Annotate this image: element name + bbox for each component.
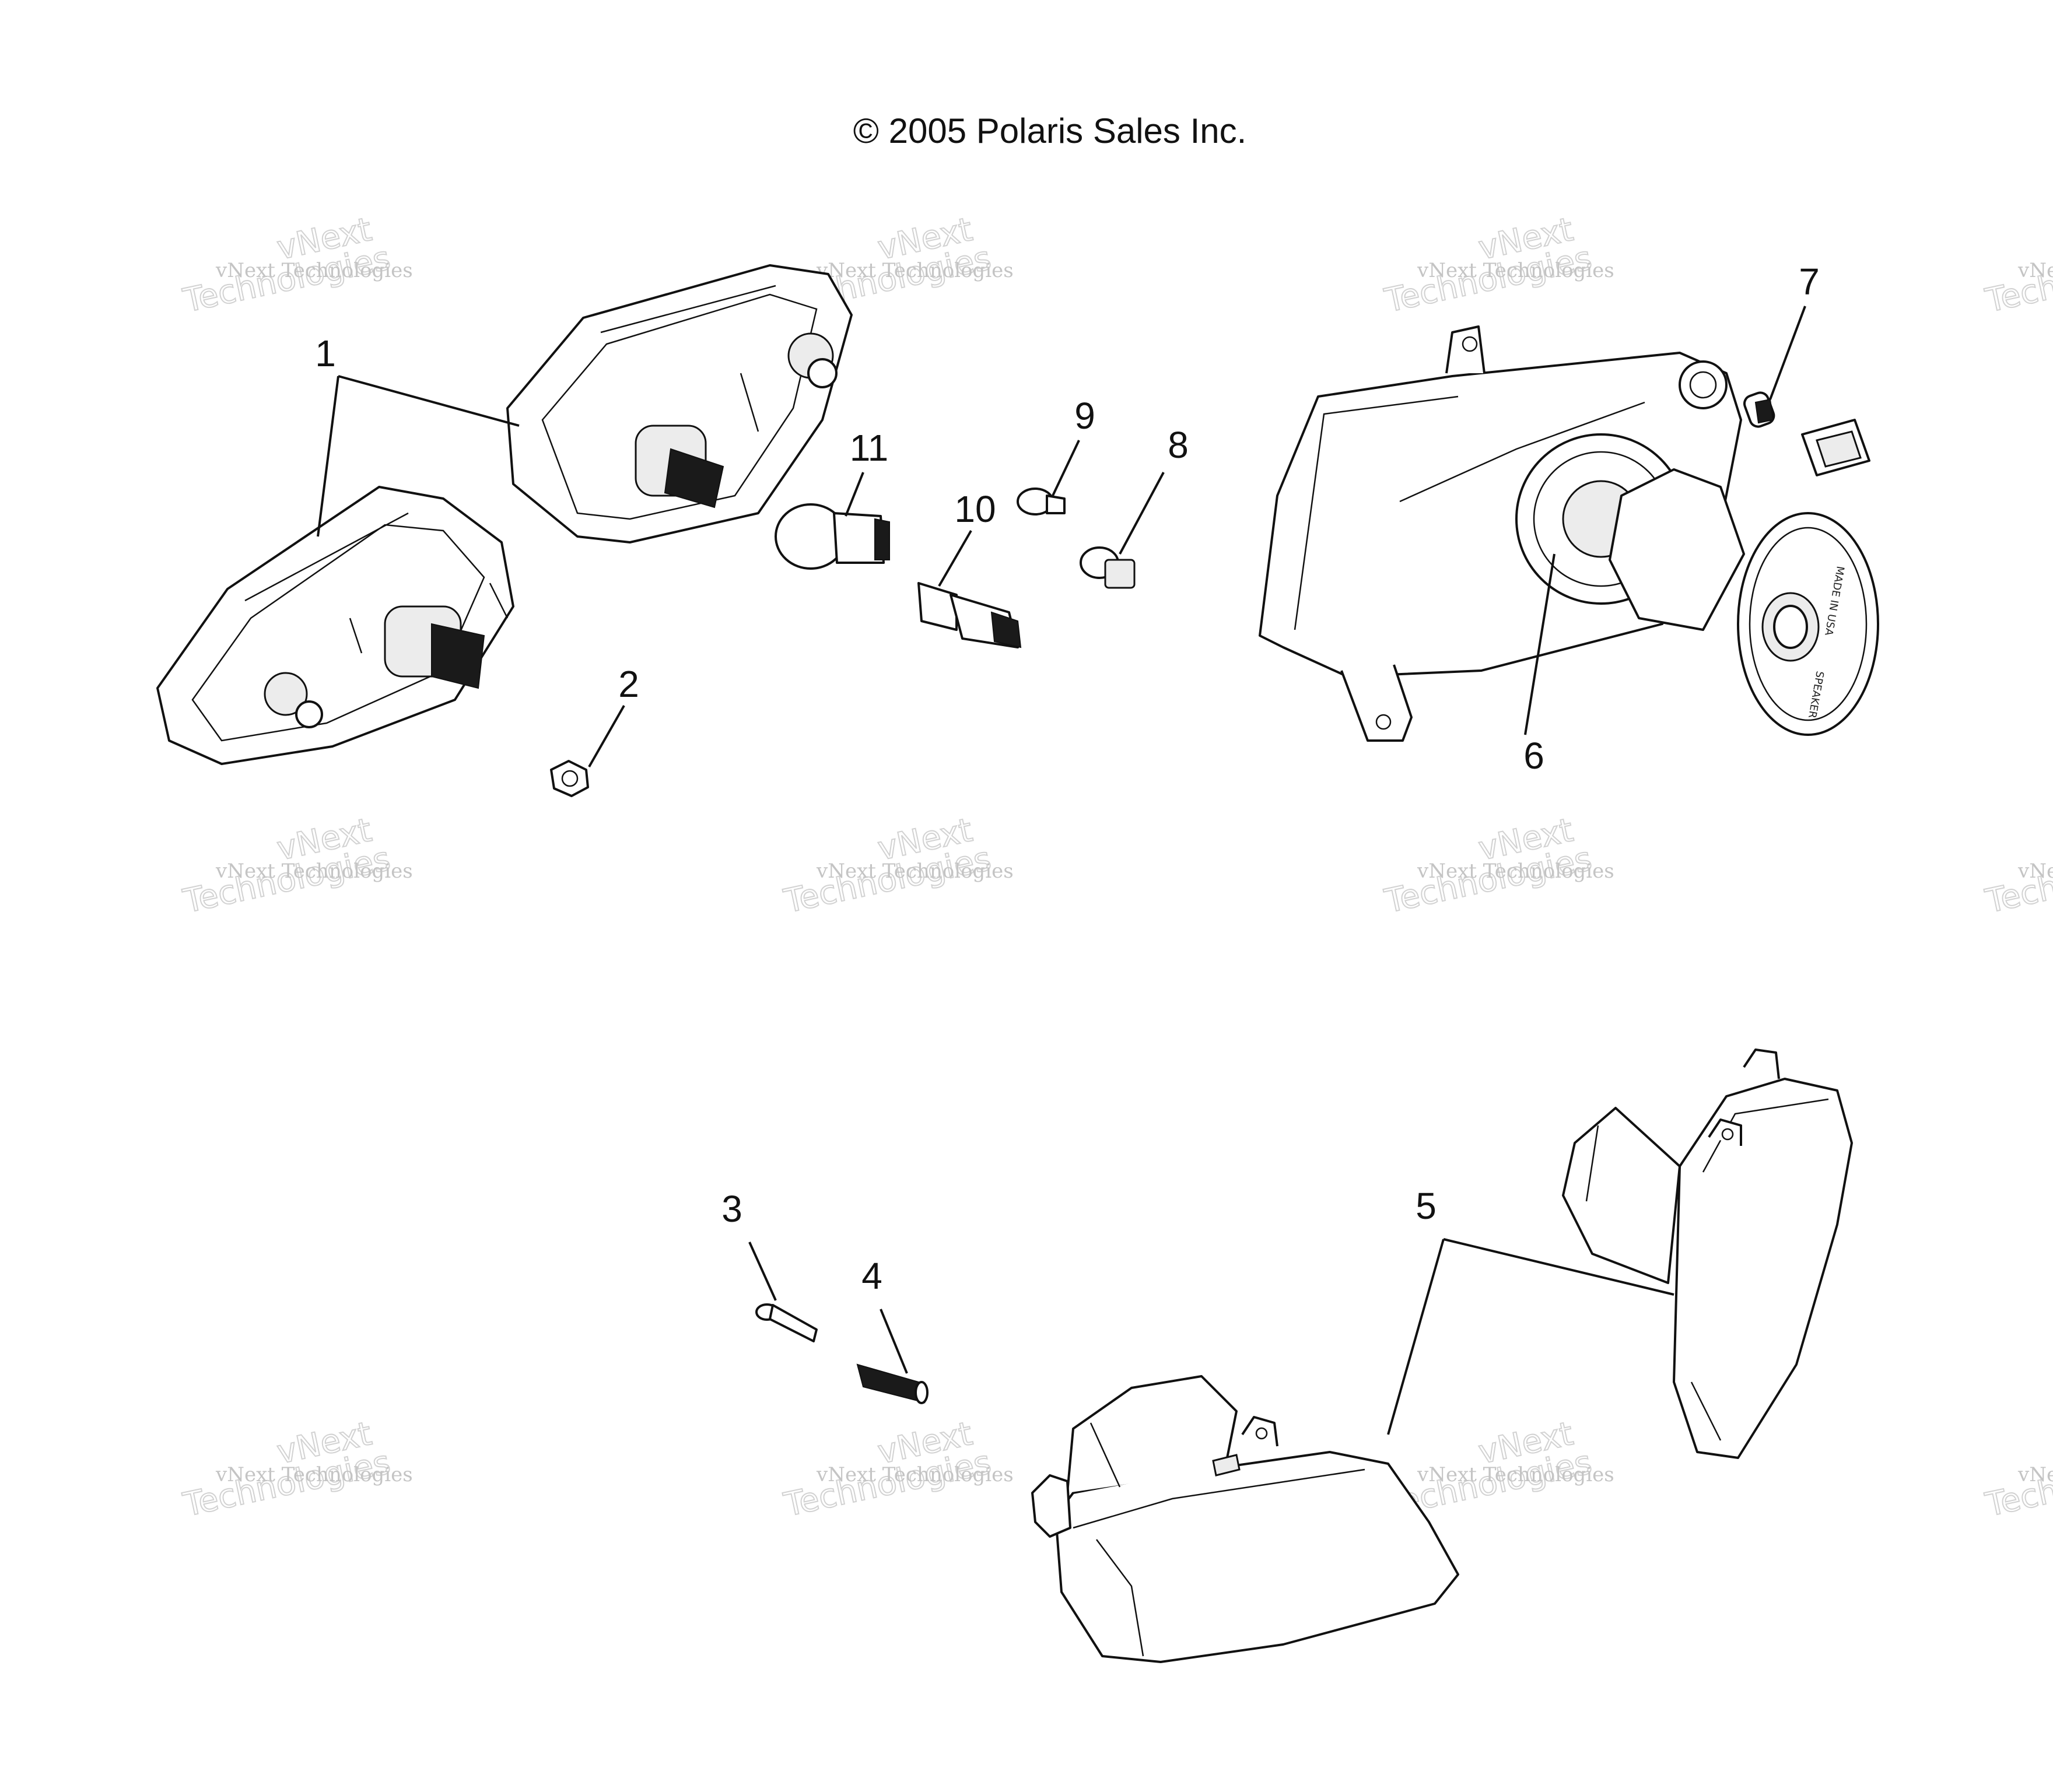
watermark-text: vNext Technologies [215,259,413,282]
leader-8 [1119,472,1165,555]
callout-3: 3 [721,1188,742,1230]
callout-11: 11 [850,427,888,469]
tail-light-left[interactable] [156,486,514,765]
leader-11 [845,472,864,517]
callout-6: 6 [1523,735,1544,777]
leader-10 [938,529,972,587]
horn-speaker[interactable]: MADE IN USA SPEAKER [1609,468,1879,736]
bulb-socket[interactable] [917,582,1022,648]
callout-5: 5 [1416,1185,1437,1227]
callout-4: 4 [861,1255,882,1297]
nut[interactable] [550,760,589,797]
headlight-upper-right[interactable] [1562,1048,1853,1459]
watermark-text: vNext Technologies [816,1463,1014,1486]
leader-1 [317,375,520,537]
leader-2 [588,705,625,767]
watermark-text: vNext Technologies [1417,259,1614,282]
bulb-wedge[interactable] [1017,488,1066,515]
callout-9: 9 [1074,395,1095,437]
small-socket[interactable] [1080,546,1136,589]
watermark-text: vNext Technologies [215,1463,413,1486]
callout-8: 8 [1168,424,1189,466]
watermark-text: vNext Technologies [1417,860,1614,883]
bulb-large[interactable] [775,503,890,570]
watermark-text: vNext Technologies [2017,860,2053,883]
headlight-connector[interactable] [1801,419,1870,476]
leader-5 [1387,1238,1674,1435]
watermark-text: vNext Technologies [816,860,1014,883]
callout-2: 2 [618,663,639,705]
bolt[interactable] [755,1303,818,1342]
watermark-text: vNext Technologies [1417,1463,1614,1486]
watermark-text: vNext Technologies [215,860,413,883]
callout-10: 10 [954,488,996,530]
callout-7: 7 [1799,261,1820,303]
leader-3 [748,1242,777,1301]
callout-1: 1 [315,332,336,374]
watermark-text: vNext Technologies [816,259,1014,282]
leader-9 [1052,440,1080,496]
leader-4 [880,1309,908,1374]
leader-7 [1769,306,1806,400]
tail-light-right[interactable] [506,264,853,543]
copyright-notice: © 2005 Polaris Sales Inc. [853,111,1247,150]
headlight-bulb[interactable] [1742,390,1776,429]
watermark-text: vNext Technologies [2017,259,2053,282]
threaded-stud[interactable] [856,1363,929,1404]
leader-6 [1524,553,1555,735]
watermark-text: vNext Technologies [2017,1463,2053,1486]
headlight-lower-left[interactable] [1031,1375,1459,1663]
